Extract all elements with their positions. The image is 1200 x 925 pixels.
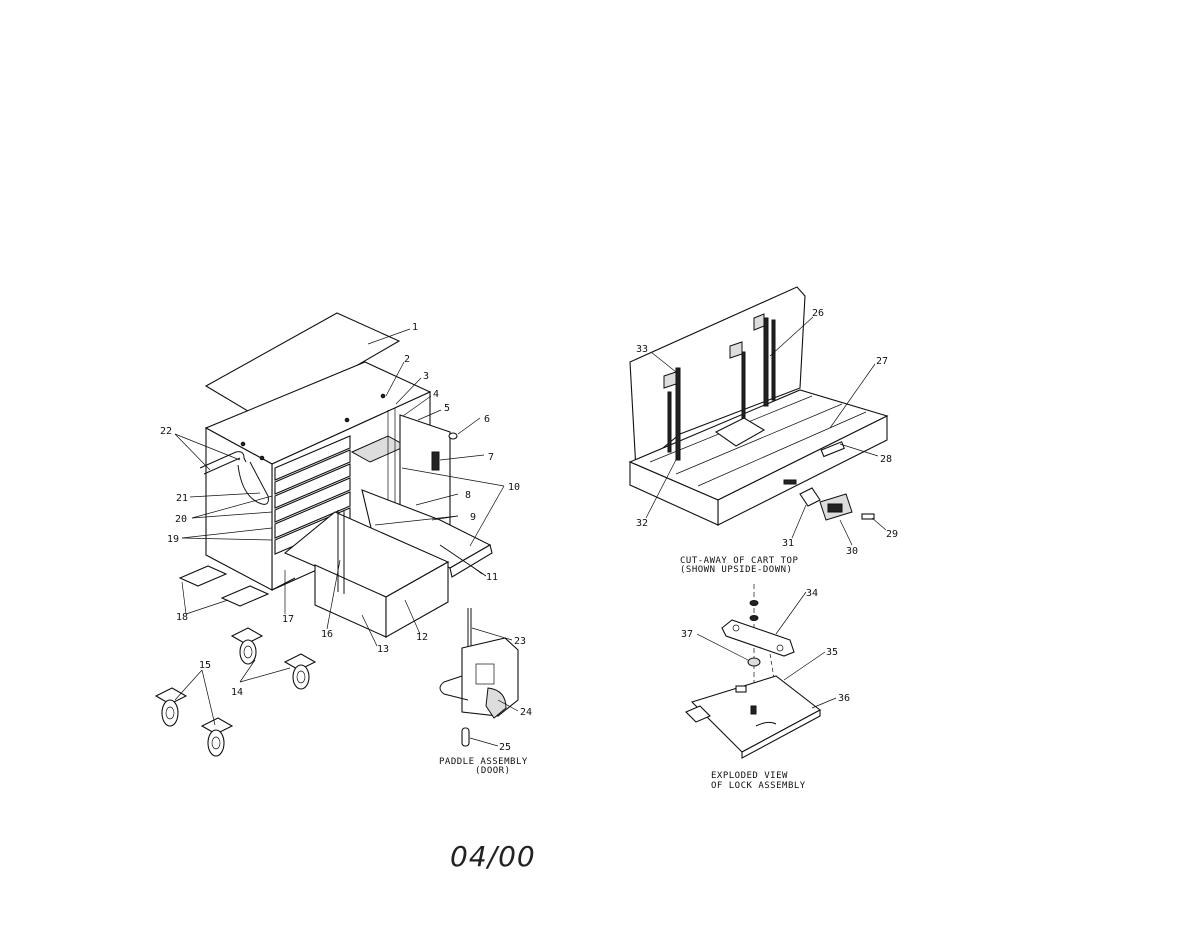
callout-20: 20 — [175, 514, 187, 525]
caption-paddle-line2: (DOOR) — [475, 766, 511, 776]
lock-assembly — [685, 584, 837, 759]
callout-11: 11 — [486, 572, 498, 583]
paddle-pin — [461, 727, 470, 747]
callout-31: 31 — [782, 538, 794, 549]
callout-14: 14 — [231, 687, 243, 698]
center-lock-plate — [714, 417, 766, 447]
open-drawer-side — [385, 561, 449, 638]
post-26 — [763, 317, 769, 407]
caster-rigid-1 — [230, 627, 264, 665]
callout-23: 23 — [514, 636, 526, 647]
callout-10: 10 — [508, 482, 520, 493]
callout-25: 25 — [499, 742, 511, 753]
side-handle-lower — [237, 461, 269, 505]
caster-swivel-2 — [200, 717, 234, 757]
callout-27: 27 — [876, 356, 888, 367]
callout-28: 28 — [880, 454, 892, 465]
callout-22: 22 — [160, 426, 172, 437]
caster-swivel-1 — [154, 687, 188, 727]
paddle-assembly — [439, 608, 519, 747]
drawer-fronts — [274, 435, 351, 555]
tool-cart-cabinet — [178, 312, 493, 638]
callout-19: 19 — [167, 534, 179, 545]
caption-paddle-line1: PADDLE ASSEMBLY — [439, 757, 528, 767]
callout-4: 4 — [433, 389, 439, 400]
callout-32: 32 — [636, 518, 648, 529]
callout-9: 9 — [470, 512, 476, 523]
caption-lock-line1: EXPLODED VIEW — [711, 771, 788, 781]
callout-5: 5 — [444, 403, 450, 414]
callout-labels: 1 2 3 4 5 6 7 8 9 10 11 12 13 14 15 16 1… — [160, 308, 898, 753]
callout-12: 12 — [416, 632, 428, 643]
callout-36: 36 — [838, 693, 850, 704]
callout-3: 3 — [423, 371, 429, 382]
callout-35: 35 — [826, 647, 838, 658]
caster-wheels — [154, 627, 317, 757]
top-screws — [240, 393, 386, 461]
callout-26: 26 — [812, 308, 824, 319]
post-33 — [675, 367, 681, 461]
callout-21: 21 — [176, 493, 188, 504]
callout-15: 15 — [199, 660, 211, 671]
callout-7: 7 — [488, 452, 494, 463]
top-mat — [204, 312, 401, 421]
callout-30: 30 — [846, 546, 858, 557]
callout-16: 16 — [321, 629, 333, 640]
captions: PADDLE ASSEMBLY (DOOR) CUT-AWAY OF CART … — [439, 556, 806, 791]
callout-29: 29 — [886, 529, 898, 540]
latch-cam — [799, 487, 821, 507]
cutaway-tray-left — [629, 461, 719, 526]
caster-rigid-2 — [283, 653, 317, 690]
caption-cutaway-line2: (SHOWN UPSIDE-DOWN) — [680, 565, 792, 575]
mounting-plate-rear — [220, 585, 270, 607]
callout-13: 13 — [377, 644, 389, 655]
callout-6: 6 — [484, 414, 490, 425]
side-handle-upper — [199, 451, 247, 469]
paddle-handle — [439, 675, 469, 701]
lock-nut — [747, 657, 761, 667]
caption-lock-line2: OF LOCK ASSEMBLY — [711, 781, 806, 791]
callout-1: 1 — [412, 322, 418, 333]
door-latch — [431, 451, 440, 471]
callout-8: 8 — [465, 490, 471, 501]
date-stamp: 04/00 — [450, 840, 536, 873]
mounting-plate-front — [178, 565, 228, 587]
callout-33: 33 — [636, 344, 648, 355]
lock-washer-top — [749, 600, 759, 606]
callout-17: 17 — [282, 614, 294, 625]
lock-cam-bar — [721, 619, 795, 657]
callout-18: 18 — [176, 612, 188, 623]
callout-37: 37 — [681, 629, 693, 640]
callout-34: 34 — [806, 588, 818, 599]
caption-cutaway-line1: CUT-AWAY OF CART TOP — [680, 556, 798, 566]
lock-cylinder — [448, 432, 458, 440]
cart-top-cutaway — [628, 286, 889, 546]
callout-2: 2 — [404, 354, 410, 365]
callout-24: 24 — [520, 707, 532, 718]
leader-lines-cabinet — [174, 328, 505, 726]
latch-screw — [861, 513, 875, 520]
